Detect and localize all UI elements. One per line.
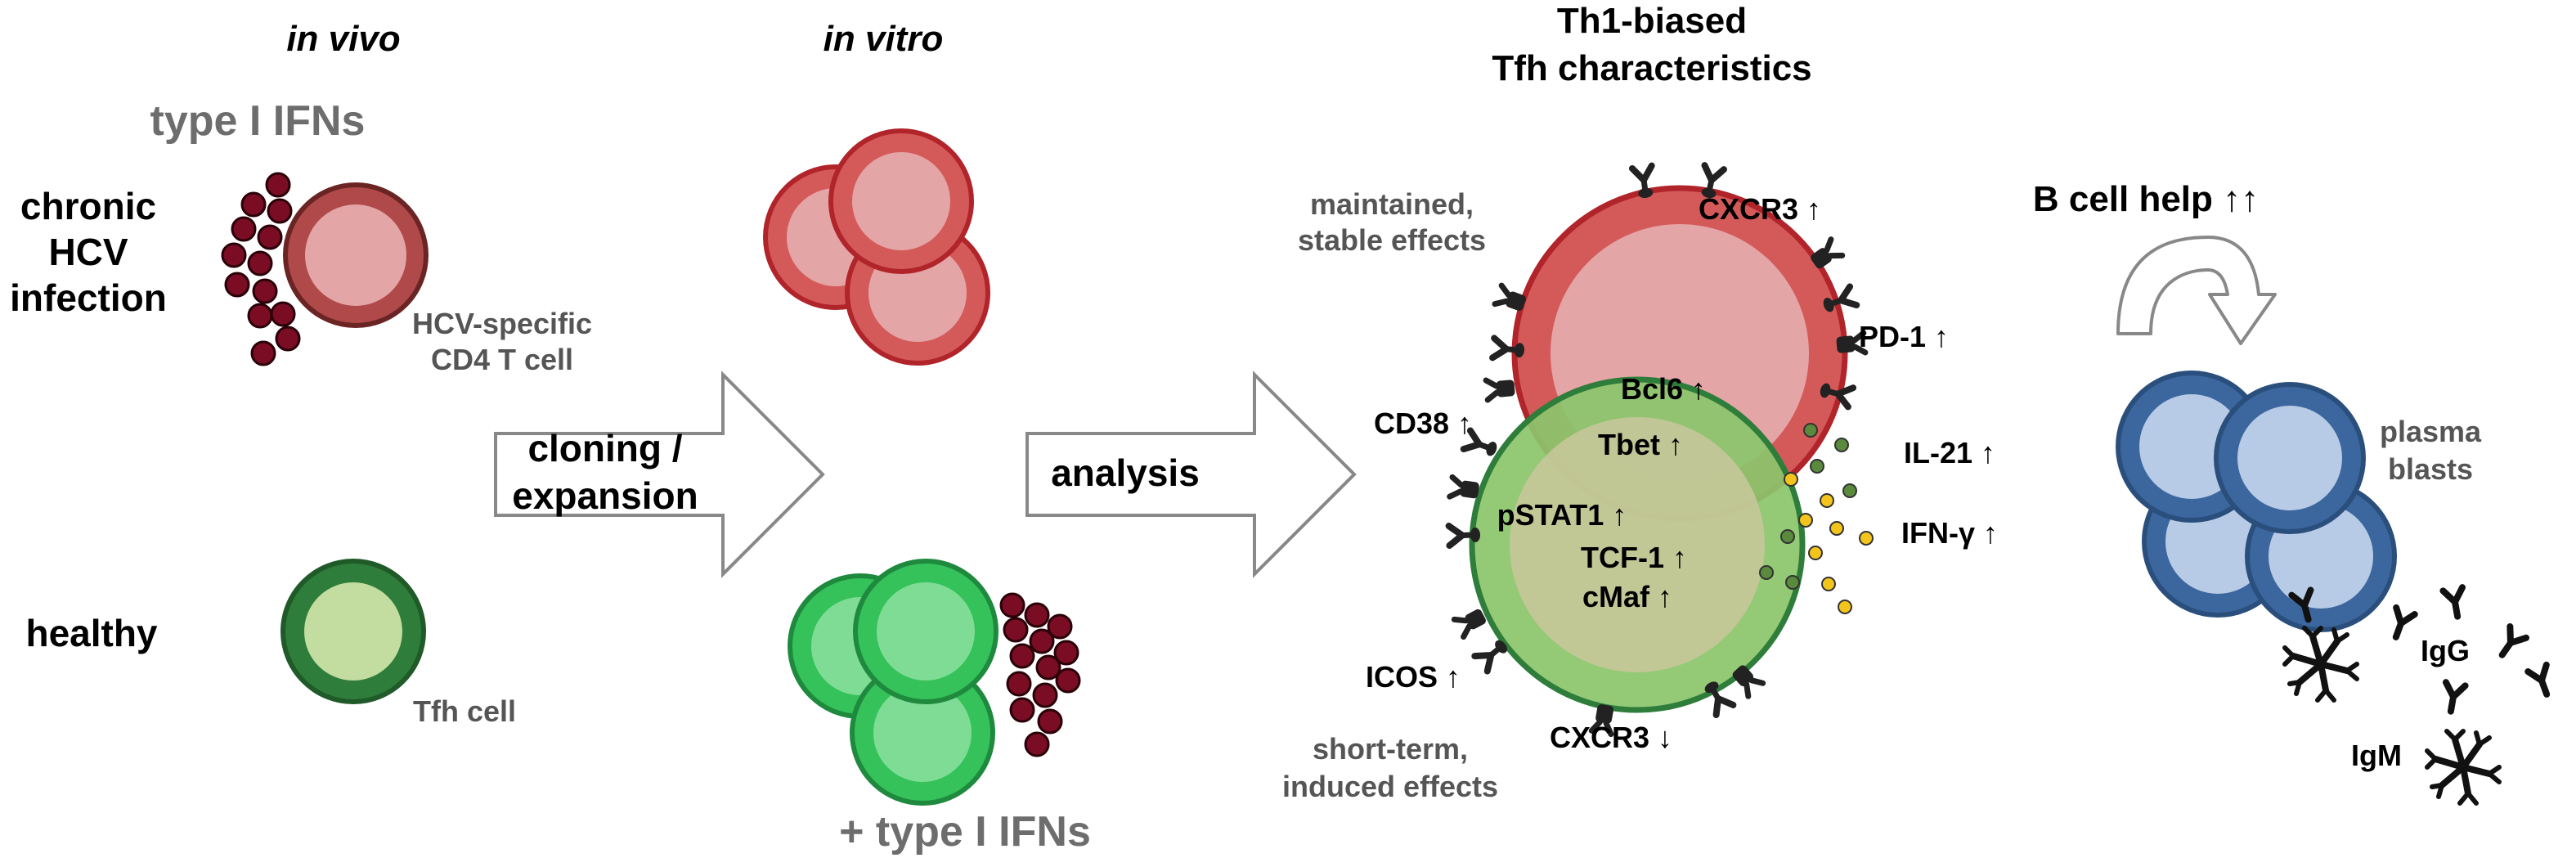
tcf1-label: TCF-1 ↑ bbox=[1581, 541, 1687, 574]
hcv-cell-label-line2: CD4 T cell bbox=[431, 343, 573, 376]
ifng-label: IFN-γ ↑ bbox=[1901, 516, 1998, 550]
cxcr3-up-label: CXCR3 ↑ bbox=[1699, 192, 1821, 226]
short-term-label-line2: induced effects bbox=[1282, 770, 1498, 803]
arrow-cloning bbox=[494, 371, 825, 578]
chronic-label-line1: chronic bbox=[20, 185, 156, 227]
curved-arrow-bcell-help bbox=[2116, 236, 2277, 345]
chronic-label-line2: HCV bbox=[48, 231, 128, 273]
green-clone-cluster bbox=[788, 559, 999, 806]
plus-type1-ifns-label: + type I IFNs bbox=[839, 808, 1091, 856]
tfh-cell-green-part bbox=[1469, 376, 1806, 713]
arrow-analysis bbox=[1025, 371, 1357, 578]
virus-particles-middle bbox=[999, 592, 1081, 757]
igg-label: IgG bbox=[2421, 634, 2470, 667]
healthy-tfh-cell bbox=[280, 559, 426, 704]
plasma-blasts-label-line1: plasma bbox=[2380, 415, 2482, 448]
pstat1-label: pSTAT1 ↑ bbox=[1497, 498, 1627, 532]
bcell-help-label: B cell help ↑↑ bbox=[2033, 179, 2259, 219]
cxcr3-down-label: CXCR3 ↓ bbox=[1550, 721, 1672, 754]
cytokines bbox=[1759, 423, 1874, 614]
maintained-label-line2: stable effects bbox=[1298, 223, 1486, 257]
igm-label: IgM bbox=[2351, 739, 2402, 772]
cd38-label: CD38 ↑ bbox=[1374, 407, 1472, 440]
header-in-vivo: in vivo bbox=[286, 19, 400, 59]
maintained-label-line1: maintained, bbox=[1310, 187, 1474, 221]
analysis-label: analysis bbox=[1051, 451, 1200, 494]
cloning-label-line1: cloning / bbox=[527, 427, 682, 469]
hcv-specific-cd4-cell bbox=[283, 182, 429, 328]
short-term-label-line1: short-term, bbox=[1313, 732, 1468, 766]
cloning-label-line2: expansion bbox=[512, 474, 698, 517]
healthy-label: healthy bbox=[25, 612, 157, 654]
tfh-cell-label: Tfh cell bbox=[413, 694, 516, 728]
plasma-blast-cluster bbox=[2116, 371, 2397, 632]
pd1-label: PD-1 ↑ bbox=[1859, 320, 1949, 353]
virus-particles-left bbox=[221, 172, 301, 366]
il21-label: IL-21 ↑ bbox=[1904, 436, 1995, 469]
hcv-cell-label-line1: HCV-specific bbox=[412, 307, 592, 340]
cmaf-label: cMaf ↑ bbox=[1582, 580, 1672, 613]
plasma-blasts-label-line2: blasts bbox=[2388, 452, 2473, 486]
tbet-label: Tbet ↑ bbox=[1598, 428, 1683, 461]
header-in-vitro: in vitro bbox=[824, 19, 944, 59]
header-th1-line2: Tfh characteristics bbox=[1492, 48, 1811, 88]
icos-label: ICOS ↑ bbox=[1366, 660, 1461, 694]
type1-ifns-label: type I IFNs bbox=[150, 97, 366, 145]
chronic-label-line3: infection bbox=[10, 276, 167, 319]
red-clone-cluster bbox=[763, 128, 990, 366]
header-th1-line1: Th1-biased bbox=[1557, 1, 1747, 41]
bcl6-label: Bcl6 ↑ bbox=[1621, 372, 1706, 406]
